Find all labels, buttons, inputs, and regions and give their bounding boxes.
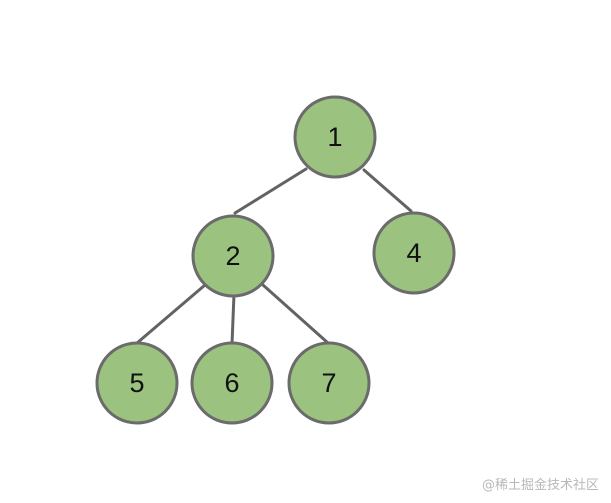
- node-circle-1: [293, 95, 377, 179]
- node-label-6: 6: [224, 368, 239, 398]
- watermark-text: @稀土掘金技术社区: [481, 478, 599, 493]
- tree-node-7: 7: [287, 341, 371, 425]
- edge-2-6: [230, 292, 236, 346]
- edge-2-7: [261, 283, 330, 345]
- nodes-layer: 1 2 4 5 6 7: [95, 95, 456, 425]
- node-label-7: 7: [321, 368, 336, 398]
- tree-node-4: 4: [372, 211, 456, 295]
- node-circle-6: [190, 341, 274, 425]
- node-circle-7: [287, 341, 371, 425]
- node-label-4: 4: [406, 238, 421, 268]
- node-label-2: 2: [225, 241, 240, 271]
- tree-node-5: 5: [95, 341, 179, 425]
- node-circle-4: [372, 211, 456, 295]
- node-label-5: 5: [129, 368, 144, 398]
- edge-2-5: [135, 283, 207, 345]
- node-circle-5: [95, 341, 179, 425]
- node-label-1: 1: [327, 122, 342, 152]
- edges-layer: [135, 167, 413, 346]
- tree-node-1: 1: [293, 95, 377, 179]
- tree-node-6: 6: [190, 341, 274, 425]
- edge-1-2: [233, 167, 308, 215]
- tree-node-2: 2: [191, 214, 275, 298]
- edge-1-4: [362, 168, 413, 213]
- node-circle-2: [191, 214, 275, 298]
